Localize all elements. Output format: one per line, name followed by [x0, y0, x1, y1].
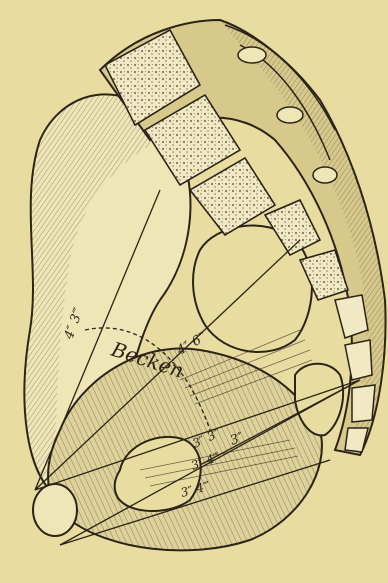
femoral-stub: [33, 484, 77, 536]
